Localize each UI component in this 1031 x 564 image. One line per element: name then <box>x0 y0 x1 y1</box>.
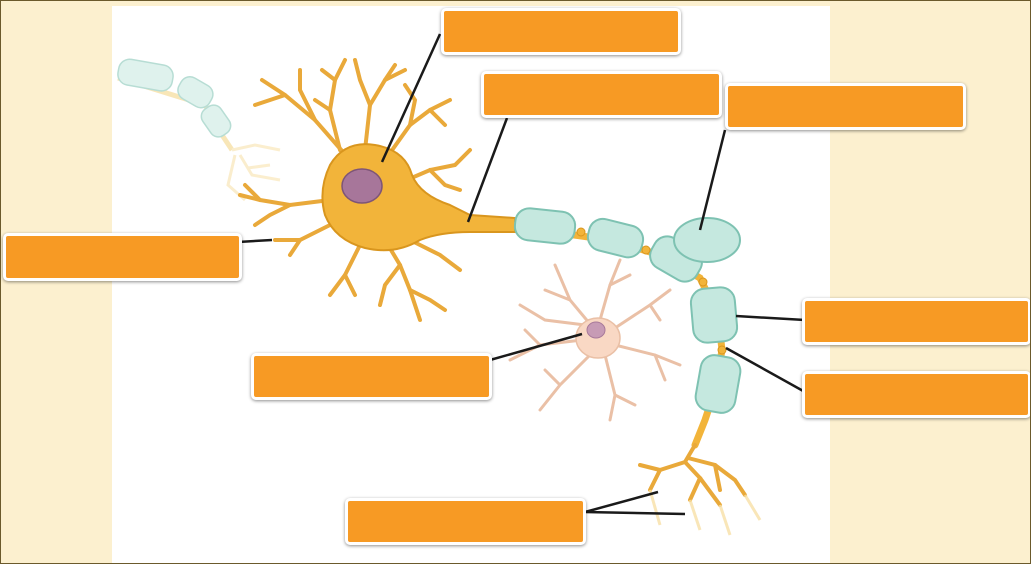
glial-nucleus <box>587 322 605 338</box>
nucleus <box>342 169 382 203</box>
label-top-2[interactable] <box>481 71 722 118</box>
label-right-2[interactable] <box>802 371 1031 418</box>
label-right-1[interactable] <box>802 298 1031 345</box>
axon-terminals <box>640 445 745 505</box>
label-glia[interactable] <box>251 353 492 400</box>
upstream-axon <box>116 58 280 200</box>
label-bottom[interactable] <box>345 498 586 545</box>
label-top-1[interactable] <box>441 8 681 55</box>
schwann-cell <box>674 218 740 262</box>
label-top-3[interactable] <box>725 83 966 130</box>
label-left[interactable] <box>3 233 242 281</box>
